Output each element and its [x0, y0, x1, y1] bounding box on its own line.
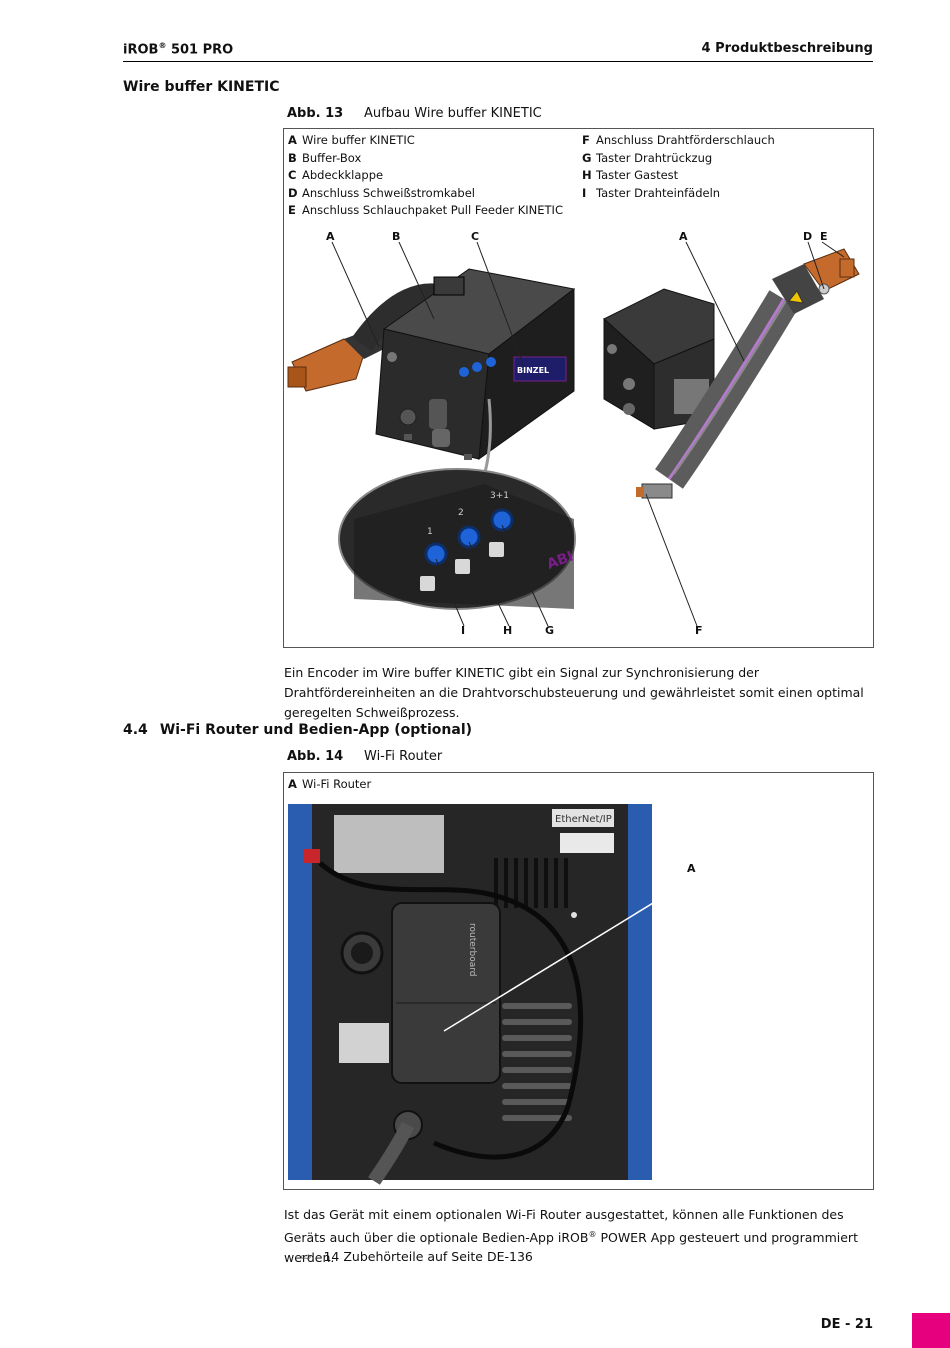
section-title-wire-buffer: Wire buffer KINETIC — [123, 79, 280, 95]
buffer-box-right — [603, 288, 715, 430]
callout-a-router: A — [687, 862, 696, 875]
crossref-accessories[interactable]: ⇨ 14 Zubehörteile auf Seite DE-136 — [301, 1249, 533, 1264]
callout-line-router — [443, 880, 690, 1032]
wire-buffer-illustration: BINZEL 1 2 3+1 — [287, 241, 860, 627]
page-tab-marker — [912, 1313, 950, 1348]
callout-c: C — [471, 230, 480, 243]
curved-wire-guide — [655, 264, 824, 489]
callout-h: H — [503, 624, 513, 637]
header-rule — [123, 61, 873, 62]
crossref-link-text[interactable]: 14 Zubehörteile auf Seite DE-136 — [323, 1249, 533, 1264]
figure-14-caption: Wi-Fi Router — [364, 749, 443, 764]
arrow-right-icon: ⇨ — [301, 1249, 312, 1264]
button-zoom-detail: 1 2 3+1 ABI — [338, 468, 576, 610]
figure-14-label: Abb. 14 — [287, 749, 344, 764]
device-side-right — [628, 804, 652, 1180]
button-number-2: 2 — [458, 508, 464, 518]
router-brand-text: routerboard — [467, 923, 477, 976]
button-number-3: 3+1 — [490, 491, 509, 501]
header-product-name: iROB® 501 PRO — [123, 41, 234, 58]
device-side-left — [288, 804, 312, 1180]
red-plug — [304, 849, 320, 863]
wifi-router: routerboard — [391, 902, 501, 1084]
callout-i: I — [461, 624, 466, 637]
brand-text: BINZEL — [517, 366, 549, 375]
header-chapter: 4 Produktbeschreibung — [701, 41, 874, 56]
callout-f: F — [695, 624, 703, 637]
vent-right — [502, 1003, 572, 1121]
button-number-1: 1 — [427, 527, 433, 537]
vent-top — [494, 858, 568, 908]
callout-a-right: A — [679, 230, 688, 243]
callout-b: B — [392, 230, 401, 243]
callout-d: D — [803, 230, 813, 243]
buffer-box-left: BINZEL — [375, 268, 576, 461]
figure-13-caption: Aufbau Wire buffer KINETIC — [364, 106, 542, 121]
paragraph-encoder: Ein Encoder im Wire buffer KINETIC gibt … — [284, 665, 864, 720]
callout-lines — [331, 241, 845, 627]
wire-hose-connector — [636, 483, 673, 499]
callout-g: G — [545, 624, 555, 637]
paragraph-wifi-app: Ist das Gerät mit einem optionalen Wi-Fi… — [284, 1207, 858, 1266]
page-number: DE - 21 — [820, 1317, 873, 1332]
wifi-router-photo: EtherNet/IP rout — [288, 804, 690, 1185]
callout-e: E — [820, 230, 828, 243]
figure-13-label: Abb. 13 — [287, 106, 344, 121]
orange-connector-right — [788, 248, 860, 304]
ethernet-ip-sticker: EtherNet/IP — [555, 814, 612, 825]
callout-a-left: A — [326, 230, 335, 243]
